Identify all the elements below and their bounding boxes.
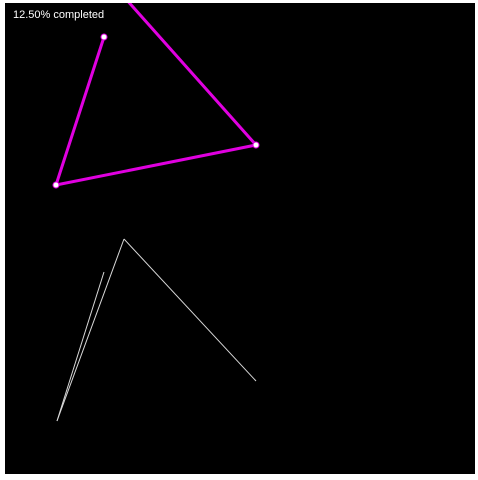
reference-segment-3 bbox=[123, 238, 257, 382]
canvas-svg[interactable] bbox=[5, 3, 475, 474]
active-segment-1[interactable] bbox=[54, 35, 106, 187]
active-segment-3[interactable] bbox=[125, 3, 258, 147]
vertex-handle-3[interactable] bbox=[252, 141, 260, 149]
vertex-handle-1[interactable] bbox=[100, 33, 108, 41]
vertex-handle-2[interactable] bbox=[52, 181, 60, 189]
reference-segment-1 bbox=[56, 271, 105, 422]
progress-label: 12.50% completed bbox=[13, 9, 105, 21]
reference-segment-2 bbox=[56, 238, 125, 422]
reference-polyline bbox=[56, 238, 257, 422]
drawing-canvas[interactable]: 12.50% completed bbox=[5, 3, 475, 474]
active-segment-2[interactable] bbox=[54, 143, 258, 187]
active-polyline[interactable] bbox=[54, 3, 258, 187]
vertex-handles[interactable] bbox=[52, 33, 260, 189]
